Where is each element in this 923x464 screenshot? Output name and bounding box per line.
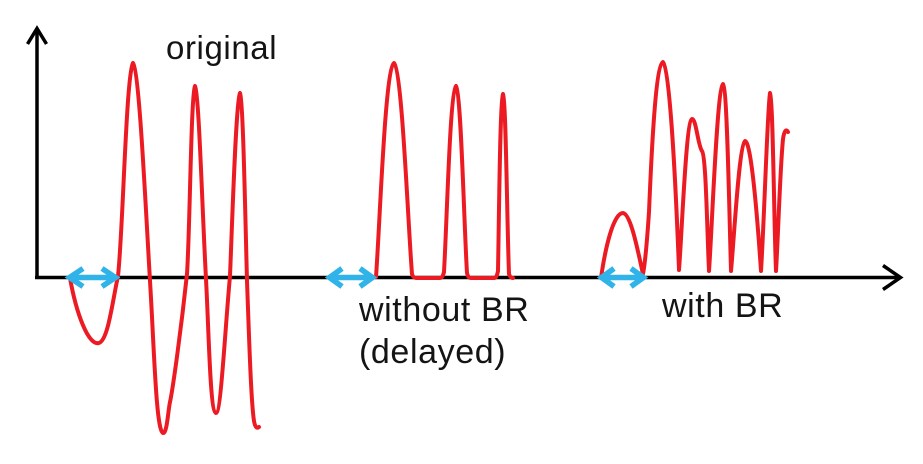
label-original: original: [166, 29, 278, 66]
x-axis-arrowhead-icon: [882, 264, 904, 291]
waveform-original-curve: [68, 61, 261, 436]
label-without-br-line1: without BR: [359, 291, 530, 329]
delay-double-arrow-icon-original: [64, 266, 121, 289]
y-axis-arrowhead-icon: [26, 25, 48, 45]
delay-double-arrow-icon-with-br: [596, 266, 649, 289]
label-without-br: without BR (delayed): [359, 289, 529, 373]
waveform-with-br-curve: [599, 60, 790, 280]
label-with-br: with BR: [662, 287, 784, 325]
delay-double-arrow-icon-without-br: [324, 266, 378, 289]
waveform-without-br-curve: [374, 61, 515, 280]
label-without-br-line2: (delayed): [359, 333, 507, 371]
